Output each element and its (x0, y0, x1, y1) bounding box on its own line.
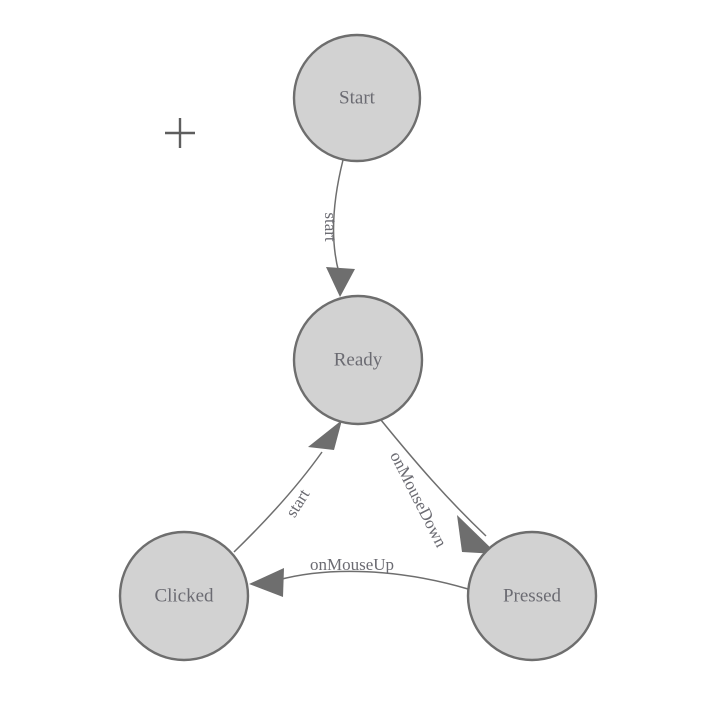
edge-start-to-ready[interactable]: start (321, 159, 355, 297)
node-start-circle[interactable] (292, 33, 422, 163)
arrowhead-into-ready-from-start (326, 267, 355, 297)
edge-clicked-to-ready[interactable]: start (233, 420, 342, 553)
node-clicked[interactable]: Clicked (118, 530, 250, 662)
edge-path-clicked-to-ready (233, 451, 323, 553)
edge-pressed-to-clicked[interactable]: onMouseUp (249, 555, 469, 597)
node-clicked-circle[interactable] (118, 530, 250, 662)
node-ready-label: Ready (334, 349, 383, 370)
node-pressed-label: Pressed (503, 585, 562, 606)
edge-path-start-to-ready (332, 159, 344, 274)
arrowhead-into-pressed (457, 515, 497, 554)
node-pressed[interactable]: Pressed (466, 530, 598, 662)
arrowhead-into-ready-from-clicked (308, 420, 342, 450)
node-clicked-label: Clicked (154, 585, 214, 606)
node-start-label: Start (339, 87, 376, 108)
edge-ready-to-pressed[interactable]: onMouseDown (380, 419, 497, 554)
edge-label-clicked-to-ready: start (282, 485, 314, 520)
edge-path-pressed-to-clicked (277, 570, 469, 590)
edge-label-pressed-to-clicked: onMouseUp (310, 555, 394, 574)
plus-marker-icon (165, 118, 195, 148)
node-start[interactable]: Start (292, 33, 422, 163)
edge-label-start-to-ready: start (321, 212, 340, 242)
arrowhead-into-clicked (249, 568, 284, 597)
node-ready[interactable]: Ready (292, 294, 424, 426)
node-ready-circle[interactable] (292, 294, 424, 426)
edge-path-ready-to-pressed (380, 419, 487, 537)
node-pressed-circle[interactable] (466, 530, 598, 662)
